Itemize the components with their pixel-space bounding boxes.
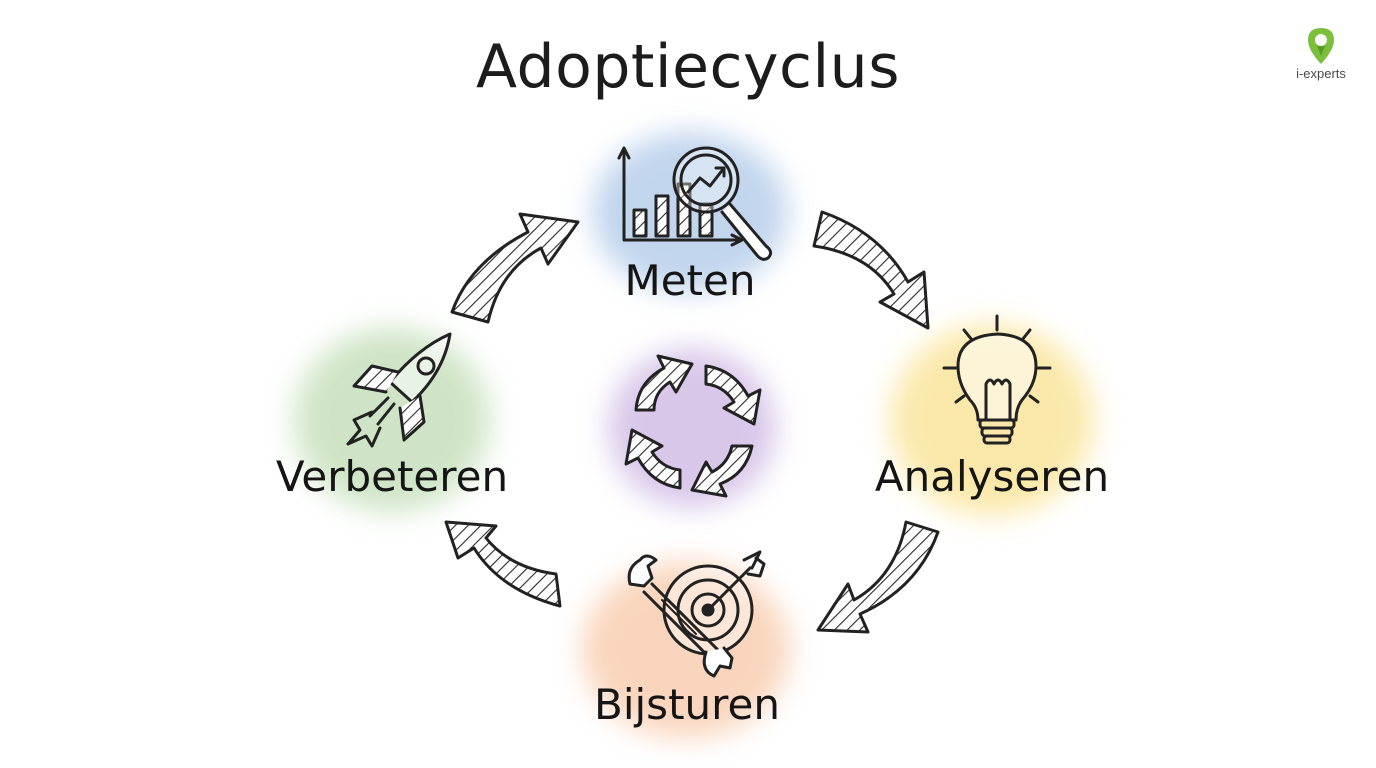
blob-verbeteren [294,328,490,512]
rocket-icon [346,332,452,448]
brand-logo: i-experts [1286,26,1356,86]
stage-label-bijsturen: Bijsturen [594,680,780,729]
blob-center [608,348,776,508]
diagram-title: Adoptiecyclus [476,32,900,102]
arrow-bijsturen-to-verbeteren [444,520,562,608]
chart-magnifier-icon [617,146,773,261]
arrow-meten-to-analyseren [812,210,930,330]
cycle-arrows [444,210,940,634]
stage-label-analyseren: Analyseren [874,452,1110,501]
wrench-target-icon [627,550,766,678]
location-pin-icon [1308,28,1334,64]
arrow-verbeteren-to-meten [450,212,580,324]
arrow-analyseren-to-bijsturen [816,520,940,634]
cycle-arrows-icon [624,354,762,498]
lightbulb-icon [942,314,1052,445]
stage-label-meten: Meten [624,256,756,305]
stage-label-verbeteren: Verbeteren [275,452,509,501]
brand-logo-label: i-experts [1296,66,1346,81]
